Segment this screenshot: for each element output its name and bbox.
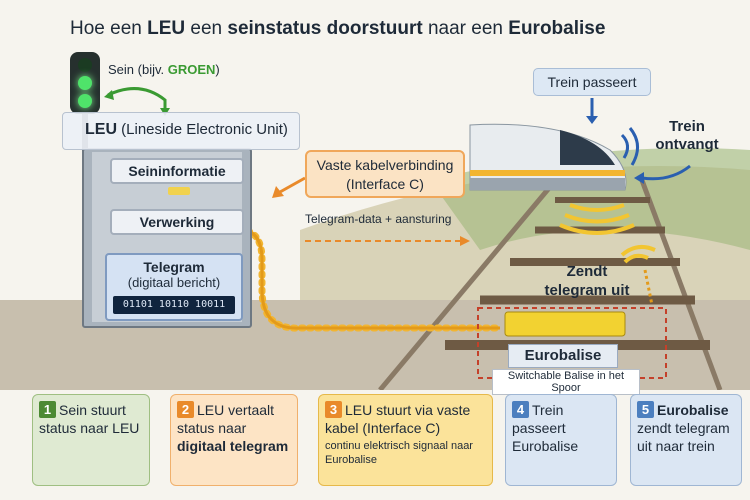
leu-header-panel [62, 112, 300, 150]
title-eurobalise: Eurobalise [508, 18, 606, 39]
seininformatie-box: Seininformatie [110, 158, 244, 184]
signal-lamp-green [78, 76, 92, 90]
signal-head [70, 52, 100, 114]
leu-label: LEU (Lineside Electronic Unit) [85, 121, 288, 139]
transmit-waves [559, 203, 635, 235]
telegram-title: Telegram [143, 259, 205, 275]
zendt-telegram-label: Zendt telegram uit [532, 262, 642, 300]
step-number: 5 [637, 401, 654, 418]
title-part: Hoe een [70, 18, 148, 39]
arrow-kabel [279, 176, 306, 194]
telegram-box: Telegram (digitaal bericht) 01101 10110 … [105, 253, 243, 321]
callout-line: Vaste kabelverbinding [316, 157, 454, 173]
switchable-balise-label: Switchable Balise in het Spoor [492, 369, 640, 395]
step-text: LEU stuurt via vaste kabel (Interface C) [325, 402, 471, 436]
signal-label: Sein (bijv. GROEN) [108, 62, 220, 77]
signal-label-close: ) [215, 62, 220, 77]
step-subtext: continu elektrisch signaal naar Eurobali… [325, 440, 473, 466]
zendt-line: Zendt [566, 263, 608, 280]
step-text: Sein stuurt status naar LEU [39, 402, 140, 436]
arrow-trein-ontvangt [641, 164, 691, 181]
leu-full: (Lineside Electronic Unit) [117, 121, 288, 138]
title-part: naar een [422, 18, 509, 39]
step-number: 4 [512, 401, 529, 418]
trein-passeert-label: Trein passeert [533, 68, 651, 96]
receive-waves [620, 127, 639, 166]
title-part: een [185, 18, 228, 39]
leu-abbr: LEU [85, 121, 117, 138]
eurobalise-label: Eurobalise [508, 344, 618, 368]
vaste-kabel-callout: Vaste kabelverbinding (Interface C) [305, 150, 465, 198]
step-number: 1 [39, 401, 56, 418]
callout-line: (Interface C) [346, 176, 424, 192]
verwerking-box: Verwerking [110, 209, 244, 235]
signal-label-text: Sein (bijv. [108, 62, 168, 77]
signal-color-word: GROEN [167, 62, 216, 77]
title-leu: LEU [147, 18, 186, 39]
step-rest: zendt telegram uit naar trein [637, 420, 730, 454]
telegram-subtitle: (digitaal bericht) [127, 275, 221, 290]
telegram-binary: 01101 10110 10011 [113, 296, 235, 314]
signal-lamp-off [78, 58, 92, 72]
trein-ontvangt-line: ontvangt [655, 136, 719, 153]
zendt-line: telegram uit [544, 282, 630, 299]
telegram-data-label: Telegram-data + aansturing [305, 212, 452, 226]
step-text: Eurobalise [657, 402, 729, 418]
page-title: Hoe een LEU een seinstatus doorstuurt na… [70, 18, 605, 40]
step-strong: digitaal telegram [177, 438, 289, 454]
trein-ontvangt-label: Trein ontvangt [652, 118, 722, 154]
trein-ontvangt-line: Trein [669, 118, 705, 135]
status-led [168, 187, 190, 195]
balise-device [504, 311, 626, 337]
step-number: 3 [325, 401, 342, 418]
step-number: 2 [177, 401, 194, 418]
signal-lamp-green [78, 94, 92, 108]
antenna-waves [620, 244, 656, 264]
arrow-signal-to-leu [107, 87, 167, 112]
step-text: Trein passeert Eurobalise [512, 402, 579, 454]
title-seinstatus: seinstatus doorstuurt [227, 18, 423, 39]
step-text: LEU vertaalt status naar [177, 402, 275, 436]
train [469, 123, 627, 191]
